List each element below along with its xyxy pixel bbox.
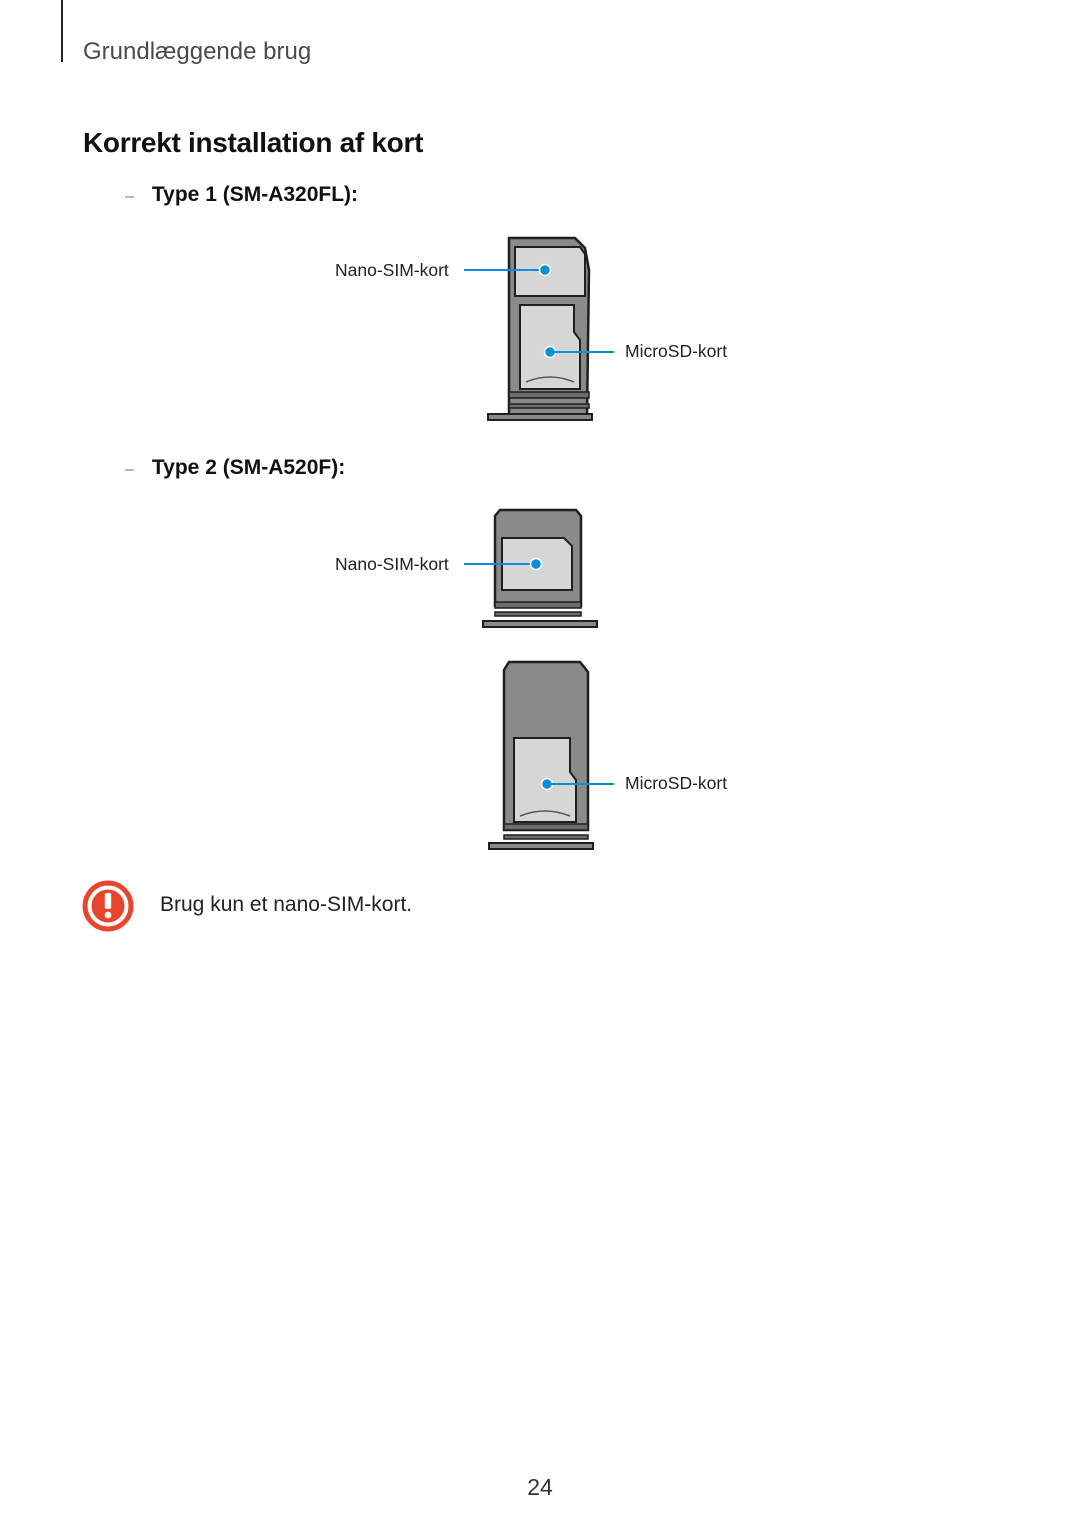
page-number: 24 xyxy=(527,1474,553,1500)
bullet-dash: – xyxy=(125,461,134,478)
bullet-dash: – xyxy=(125,188,134,205)
type2-heading: – Type 2 (SM-A520F): xyxy=(125,456,345,480)
type1-heading: – Type 1 (SM-A320FL): xyxy=(125,183,358,207)
type2-nano-callout-line xyxy=(464,557,543,571)
type1-nano-sim-label: Nano-SIM-kort xyxy=(335,260,449,280)
warning-notice xyxy=(82,880,134,932)
type2-microsd-tray-illustration xyxy=(488,660,594,850)
type2-microsd-label: MicroSD-kort xyxy=(625,773,728,793)
type2-sim-tray-illustration xyxy=(482,508,598,628)
type2-microsd-callout-line xyxy=(540,777,614,791)
type1-label: Type 1 (SM-A320FL): xyxy=(151,183,359,206)
warning-text: Brug kun et nano-SIM-kort. xyxy=(160,893,413,916)
type1-microsd-callout-line xyxy=(543,345,614,359)
margin-rule xyxy=(61,0,63,62)
caution-icon xyxy=(82,880,134,932)
type1-nano-callout-line xyxy=(464,263,552,277)
type1-microsd-label: MicroSD-kort xyxy=(625,341,728,361)
type2-label: Type 2 (SM-A520F): xyxy=(151,456,346,479)
type2-nano-sim-label: Nano-SIM-kort xyxy=(335,554,449,574)
page-title: Korrekt installation af kort xyxy=(83,127,424,158)
type1-tray-illustration xyxy=(487,236,593,421)
section-label: Grundlæggende brug xyxy=(83,38,312,65)
